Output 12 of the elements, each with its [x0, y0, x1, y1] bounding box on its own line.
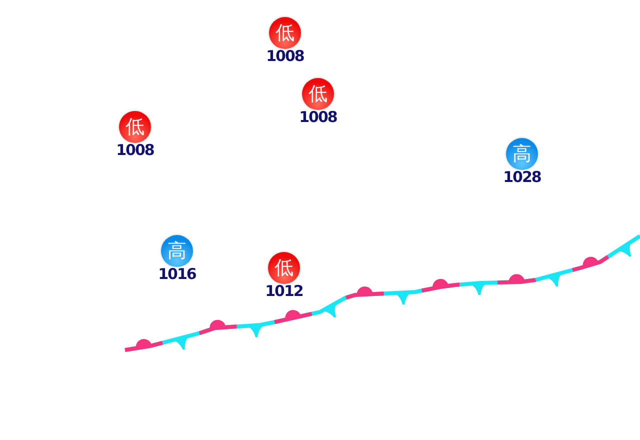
high-pressure-marker: 高 — [506, 138, 538, 170]
pressure-value: 1016 — [157, 265, 197, 283]
high-pressure-marker: 高 — [161, 235, 193, 267]
low-pressure-marker: 低 — [268, 252, 300, 284]
pressure-value: 1008 — [265, 47, 305, 65]
low-pressure-marker: 低 — [119, 111, 151, 143]
pressure-value: 1012 — [264, 282, 304, 300]
low-pressure-marker: 低 — [269, 17, 301, 49]
pressure-value: 1028 — [502, 168, 542, 186]
pressure-value: 1008 — [115, 141, 155, 159]
pressure-value: 1008 — [298, 108, 338, 126]
low-pressure-marker: 低 — [302, 78, 334, 110]
